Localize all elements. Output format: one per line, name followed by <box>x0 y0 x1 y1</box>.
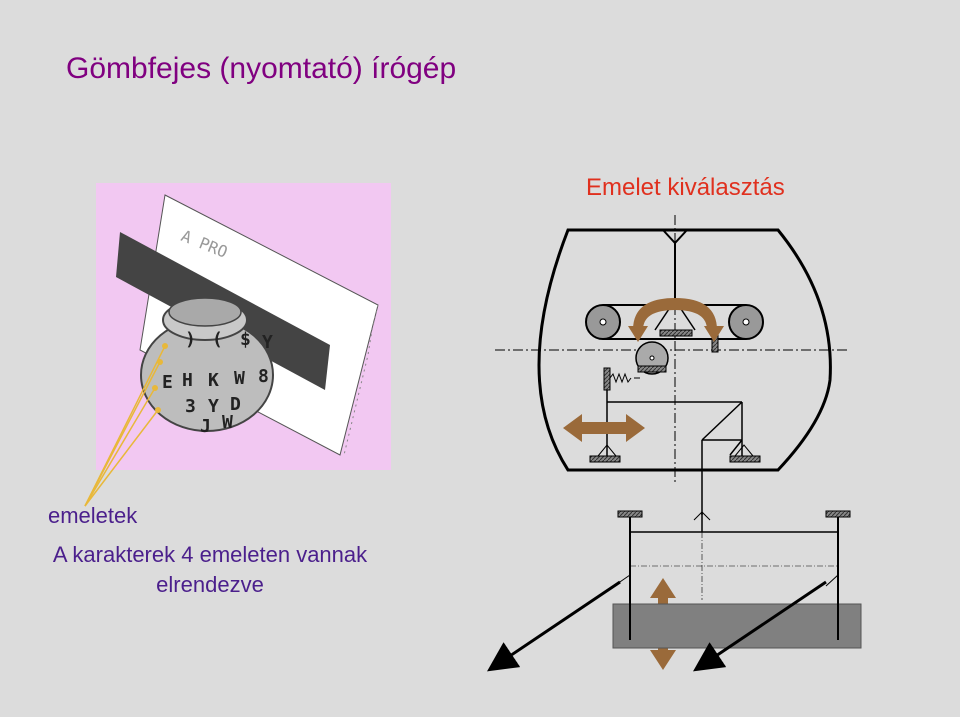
ball-glyph: ) <box>185 329 196 350</box>
caption-line-2: elrendezve <box>156 572 264 597</box>
rotation-arc <box>633 298 717 330</box>
ball-glyph: H <box>182 370 193 391</box>
ball-glyph: Y <box>262 332 273 353</box>
page-title: Gömbfejes (nyomtató) írógép <box>66 52 457 85</box>
lower-mechanism <box>487 510 862 672</box>
ball-glyph: W <box>234 368 245 389</box>
spring <box>609 372 632 384</box>
ball-glyph: K <box>208 370 219 391</box>
levels-label: emeletek <box>48 503 138 528</box>
ball-glyph: J <box>200 416 211 437</box>
ball-glyph: E <box>162 372 173 393</box>
ball-glyph: D <box>230 394 241 415</box>
level-selection-mechanism <box>495 215 850 515</box>
lever-arrow-left <box>487 580 621 672</box>
ball-glyph: 3 <box>185 396 196 417</box>
caption-line-1: A karakterek 4 emeleten vannak <box>52 542 368 567</box>
frame <box>537 228 832 472</box>
caption: A karakterek 4 emeleten vannak elrendezv… <box>30 540 390 600</box>
ball-glyph: $ <box>240 329 251 350</box>
horizontal-double-arrow <box>563 414 645 442</box>
ball-glyph: ( <box>212 329 223 350</box>
lever-arrow-right <box>693 580 827 672</box>
ball-glyph: 8 <box>258 366 269 387</box>
level-selection-label: Emelet kiválasztás <box>586 174 785 201</box>
ball-glyph: W <box>222 412 233 433</box>
level-pointers <box>84 345 166 507</box>
ball-glyph: Y <box>208 396 219 417</box>
